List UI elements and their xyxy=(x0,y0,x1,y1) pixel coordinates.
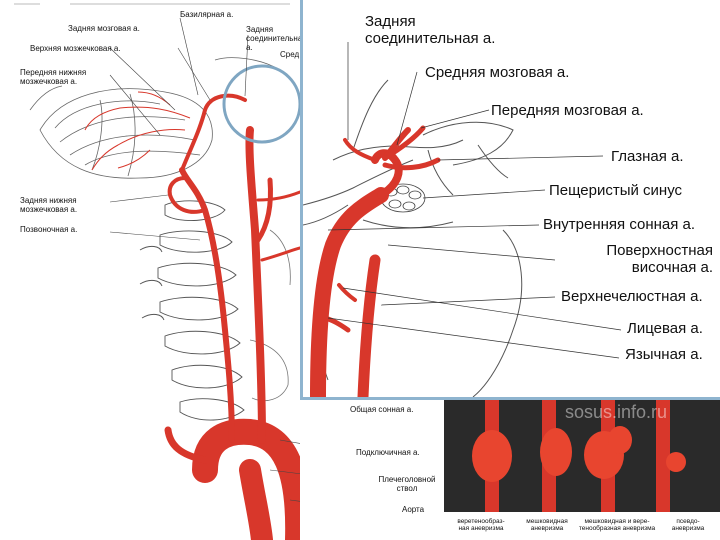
label-posterior-cerebral-artery: Задняя мозговая а. xyxy=(68,24,140,33)
occipital-branch xyxy=(258,192,300,200)
caption-saccular: мешковидная аневризма xyxy=(516,518,578,533)
highlight-circle xyxy=(224,66,300,142)
inset-label-posterior-communicating: Задняя соединительная а. xyxy=(365,13,495,48)
inset-label-superficial-temporal: Поверхностная височная а. xyxy=(595,242,713,277)
label-superior-cerebellar-artery: Верхняя мозжечковая а. xyxy=(30,44,121,53)
label-posterior-communicating-small: Задняя соединительная а. xyxy=(246,25,296,53)
label-posterior-inferior-cerebellar: Задняя нижняя мозжечковая а. xyxy=(20,196,77,214)
inset-label-middle-cerebral: Средняя мозговая а. xyxy=(425,64,569,81)
caption-fusiform: веретенообраз- ная аневризма xyxy=(446,518,516,533)
watermark-text: sosus.info.ru xyxy=(565,402,667,423)
aorta-descending xyxy=(250,470,262,540)
inset-facial-branch xyxy=(339,285,355,300)
label-anterior-inferior-cerebellar: Передняя нижняя мозжечковая а. xyxy=(20,68,86,86)
inset-external-carotid xyxy=(363,260,375,397)
inset-label-ophthalmic: Глазная а. xyxy=(611,148,684,165)
label-basilar-artery: Базилярная а. xyxy=(180,10,233,19)
inset-label-internal-carotid: Внутренняя сонная а. xyxy=(543,216,695,233)
caption-saccular-fusiform: мешковидная и вере- тенообразная аневриз… xyxy=(578,518,656,533)
common-carotid-artery xyxy=(249,130,262,440)
label-subclavian: Подключичная а. xyxy=(356,448,420,457)
inset-label-facial: Лицевая а. xyxy=(627,320,703,337)
inset-label-anterior-cerebral: Передняя мозговая а. xyxy=(491,102,644,119)
inset-arteries xyxy=(318,128,438,397)
label-common-carotid: Общая сонная а. xyxy=(350,405,413,414)
inset-label-maxillary: Верхнечелюстная а. xyxy=(561,288,703,305)
facial-branch xyxy=(262,248,300,260)
inset-lingual-branch xyxy=(325,318,348,330)
inset-label-cavernous-sinus: Пещеристый синус xyxy=(549,182,682,199)
label-aorta: Аорта xyxy=(402,505,424,514)
label-middle-cut: Сред xyxy=(280,50,299,59)
label-vertebral-artery: Позвоночная а. xyxy=(20,225,77,234)
caption-pseudo: псевдо- аневризма xyxy=(658,518,718,533)
label-brachiocephalic: Плечеголовной ствол xyxy=(372,475,442,493)
magnified-inset-panel: Задняя соединительная а. Средняя мозгова… xyxy=(300,0,720,400)
external-carotid-branch xyxy=(258,180,271,240)
inset-label-lingual: Язычная а. xyxy=(625,346,703,363)
